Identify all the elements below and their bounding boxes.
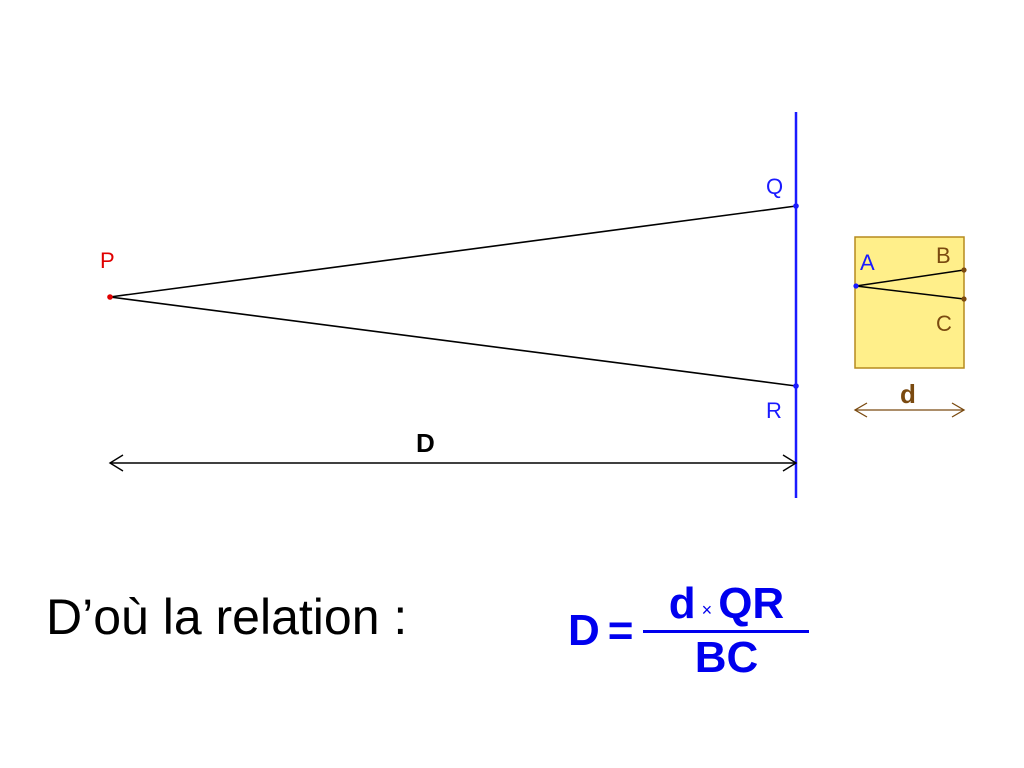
formula-lhs: D bbox=[568, 606, 600, 655]
arrowhead-right-small-icon bbox=[951, 402, 966, 418]
label-r: R bbox=[766, 398, 782, 423]
point-q bbox=[793, 203, 799, 209]
point-b bbox=[961, 267, 967, 273]
ray-p-to-q bbox=[109, 205, 797, 298]
small-box bbox=[854, 236, 965, 369]
formula-times: × bbox=[701, 599, 713, 620]
ray-a-to-c bbox=[855, 285, 965, 300]
arrowhead-right-icon bbox=[782, 454, 798, 472]
label-a: A bbox=[860, 250, 875, 275]
label-c: C bbox=[936, 311, 952, 336]
arrowhead-left-icon bbox=[108, 454, 124, 472]
formula-equals: = bbox=[607, 606, 634, 655]
formula-fraction-bar bbox=[643, 629, 810, 633]
ray-a-to-b bbox=[855, 269, 965, 287]
relation-caption: D’où la relation : bbox=[46, 589, 408, 645]
ray-p-to-r bbox=[109, 296, 797, 387]
formula-numerator: d × QR bbox=[665, 578, 788, 630]
point-c bbox=[961, 296, 967, 302]
point-a bbox=[853, 283, 859, 289]
formula-num-left: d bbox=[668, 578, 696, 628]
label-big-d: D bbox=[416, 428, 435, 458]
label-q: Q bbox=[766, 174, 783, 199]
label-small-d: d bbox=[900, 379, 916, 409]
point-p bbox=[107, 294, 113, 300]
formula-fraction: d × QR BC bbox=[643, 578, 810, 683]
formula: D = d × QR BC bbox=[568, 576, 810, 686]
point-r bbox=[793, 383, 799, 389]
formula-num-right: QR bbox=[718, 578, 785, 628]
formula-denominator: BC bbox=[694, 632, 759, 682]
arrowhead-left-small-icon bbox=[853, 402, 868, 418]
label-b: B bbox=[936, 243, 951, 268]
label-p: P bbox=[100, 248, 115, 273]
